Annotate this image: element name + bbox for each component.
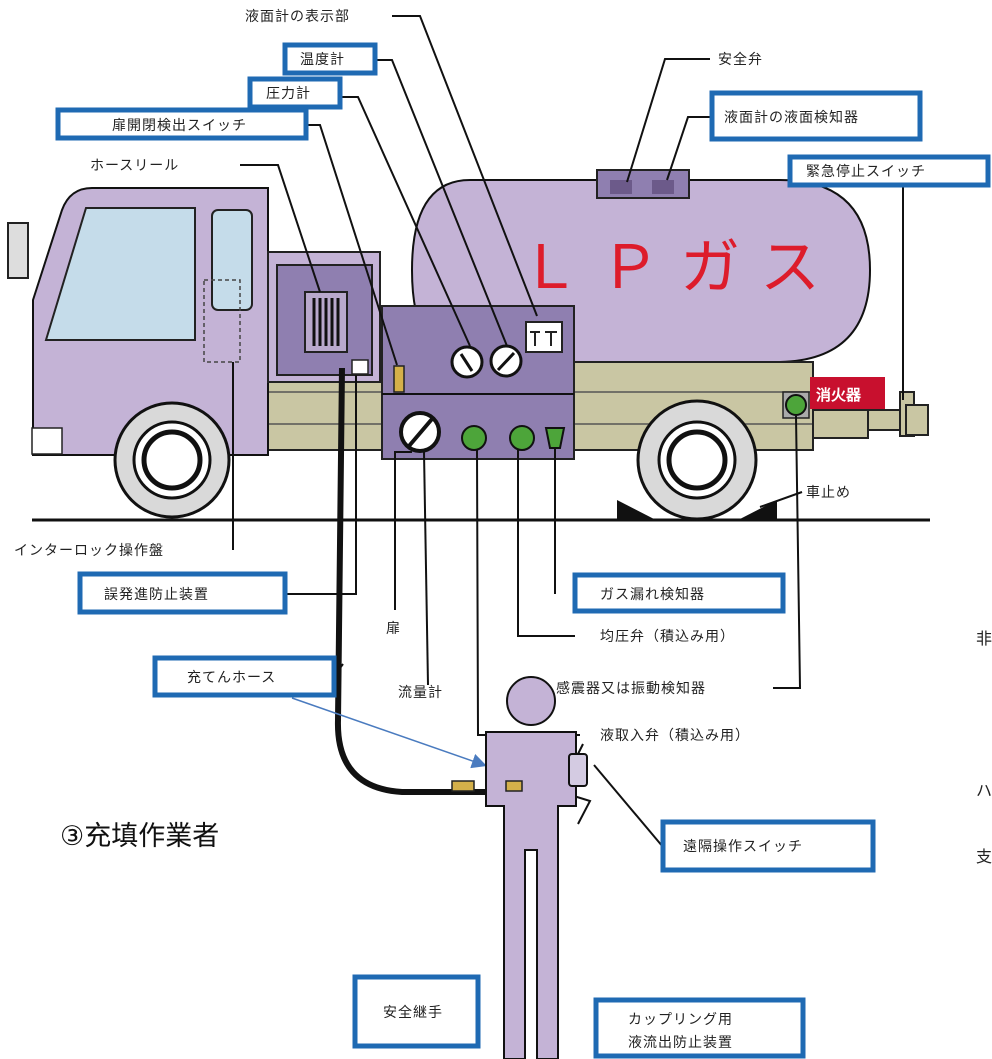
- worker-arrow: [291, 697, 487, 769]
- fire-extinguisher: [810, 377, 885, 409]
- flowmeter-label: 流量計: [398, 685, 443, 701]
- liquid-inlet-valve: [461, 425, 487, 451]
- rear-wheel: [636, 399, 758, 521]
- door-switch-label: 扉開閉検出スイッチ: [112, 118, 247, 134]
- filling-hose-label: 充てんホース: [187, 670, 276, 686]
- tank-text: ＬＰガス: [520, 233, 840, 303]
- equalizing-valve: [509, 425, 535, 451]
- coupling-outflow-box: [593, 997, 806, 1059]
- interlock-panel-label: インターロック操作盤: [14, 543, 164, 559]
- pressure-gauge-box: [247, 76, 343, 110]
- safety-coupling-label: 安全継手: [383, 1004, 443, 1021]
- thermometer-label: 温度計: [300, 52, 345, 68]
- safety-valve-label: 安全弁: [718, 51, 763, 68]
- vibration-sensor: [785, 394, 807, 416]
- pressure-gauge-label: 圧力計: [266, 86, 311, 102]
- leader-lines: [232, 15, 904, 848]
- level-gauge-display: [525, 321, 563, 353]
- flowmeter-dial: [399, 411, 441, 453]
- coupling-device: [505, 780, 523, 792]
- edge-fragment-3: 支: [976, 847, 992, 866]
- coupling-outflow-label-line1: カップリング用: [628, 1012, 733, 1028]
- misstart-prevention-label: 誤発進防止装置: [104, 587, 209, 603]
- gas-leak-detector-label: ガス漏れ検知器: [600, 586, 705, 603]
- gas-leak-detector-device: [544, 427, 566, 449]
- front-wheel: [113, 401, 231, 519]
- filling-hose-box: [152, 655, 337, 698]
- level-detector-box: [709, 90, 923, 142]
- gas-leak-detector-box: [572, 572, 786, 614]
- emergency-stop-label: 緊急停止スイッチ: [806, 163, 926, 180]
- truck-cab: [7, 187, 269, 456]
- emergency-stop-box: [787, 154, 991, 188]
- worker-label: ③充填作業者: [60, 821, 219, 852]
- safety-coupling-box: [352, 974, 481, 1049]
- thermometer-box: [282, 42, 378, 76]
- coupling-outflow-label-line2: 液流出防止装置: [628, 1035, 733, 1051]
- hose-reel-label: ホースリール: [90, 158, 179, 174]
- extinguisher-label: 消火器: [816, 386, 862, 404]
- gauge-display-label: 液面計の表示部: [245, 9, 350, 25]
- safety-coupling-device: [451, 780, 475, 792]
- equalizing-valve-label: 均圧弁（積込み用）: [600, 629, 735, 645]
- sensor-label: 感震器又は振動検知器: [556, 680, 706, 697]
- edge-fragment-2: ハ: [976, 781, 992, 800]
- remote-switch-label: 遠隔操作スイッチ: [683, 839, 803, 855]
- interlock-device: [351, 359, 369, 375]
- remote-control-device: [568, 753, 588, 787]
- thermometer-dial: [489, 344, 523, 378]
- misstart-prevention-box: [77, 571, 288, 615]
- worker-figure: [451, 676, 588, 1059]
- wheel-chock-label: 車止め: [806, 484, 851, 501]
- level-detector-label: 液面計の液面検知器: [724, 109, 859, 126]
- door-label: 扉: [386, 621, 401, 637]
- rear-bumper: [812, 409, 869, 439]
- door-switch-box: [55, 107, 309, 141]
- remote-switch-box: [660, 819, 876, 873]
- liquid-inlet-valve-label: 液取入弁（積込み用）: [600, 728, 750, 744]
- edge-fragment-1: 非: [976, 629, 992, 648]
- pressure-gauge-dial: [450, 345, 484, 379]
- door-switch-device: [393, 365, 405, 393]
